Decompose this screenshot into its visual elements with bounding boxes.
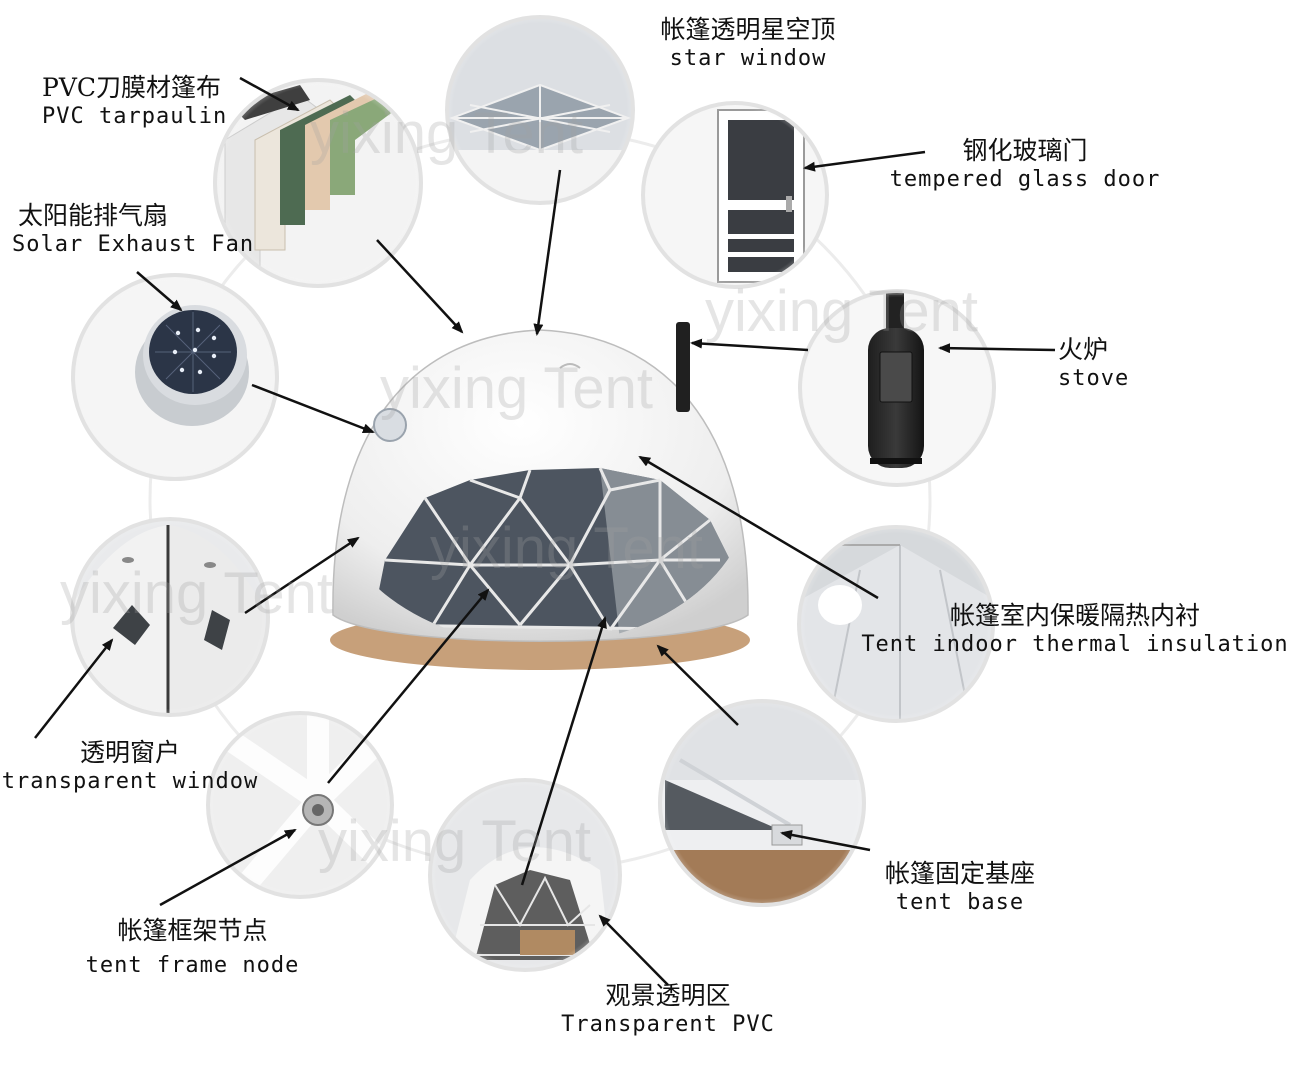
arrow-door-label (803, 150, 926, 172)
dome-stove-chimney (676, 322, 690, 412)
dome-tent (330, 322, 750, 670)
arrow-pvc-label (239, 76, 300, 112)
label-solar-fan: 太阳能排气扇 Solar Exhaust Fan (12, 200, 272, 259)
transparent-pvc-photo (428, 778, 622, 972)
arrow-node-label (159, 828, 297, 907)
transparent-window-photo (70, 517, 270, 717)
label-insulation: 帐篷室内保暖隔热内衬 Tent indoor thermal insulatio… (855, 600, 1295, 659)
glass-door-photo (641, 101, 829, 289)
stove-photo (798, 289, 996, 487)
arrow-pvc-dome (376, 239, 464, 334)
solar-fan-photo (71, 273, 279, 481)
label-cn: 观景透明区 (605, 981, 731, 1010)
arrow-star-dome (533, 169, 562, 336)
label-pvc-tarpaulin: PVC刀膜材篷布 PVC tarpaulin (30, 72, 250, 131)
label-cn: 太阳能排气扇 (18, 201, 169, 230)
watermark: yixing Tent (60, 561, 333, 626)
label-transparent-pvc: 观景透明区 Transparent PVC (548, 980, 788, 1039)
label-en: PVC tarpaulin (42, 104, 228, 130)
label-en: Transparent PVC (561, 1012, 775, 1038)
watermark: yixing Tent (430, 516, 703, 581)
label-cn: 帐篷室内保暖隔热内衬 (949, 601, 1200, 630)
watermark: yixing Tent (318, 809, 591, 874)
watermark: yixing Tent (310, 101, 583, 166)
arrow-fan-dome (251, 383, 375, 434)
label-cn: 钢化玻璃门 (962, 136, 1088, 165)
arrow-window-label (34, 638, 114, 739)
label-en: tent base (895, 890, 1025, 916)
label-en: Tent indoor thermal insulation (861, 632, 1289, 658)
label-cn: 帐篷框架节点 (117, 916, 268, 945)
label-frame-node: 帐篷框架节点 tent frame node (70, 915, 315, 980)
label-cn: 透明窗户 (79, 738, 180, 767)
tent-base-photo (658, 699, 866, 907)
label-transparent-window: 透明窗户 transparent window (0, 737, 260, 796)
label-en: Solar Exhaust Fan (12, 232, 255, 258)
arrow-window-dome (244, 536, 360, 615)
watermark: yixing Tent (380, 356, 653, 421)
arrow-insulation-dome (638, 455, 879, 600)
callout-arrows (34, 76, 1056, 986)
label-en: transparent window (1, 769, 259, 795)
label-glass-door: 钢化玻璃门 tempered glass door (885, 135, 1165, 194)
label-cn: 帐篷固定基座 (884, 859, 1035, 888)
label-cn: PVC刀膜材篷布 (42, 73, 222, 102)
arrow-pvc2-dome (520, 616, 607, 886)
arrow-stove-chimney (690, 338, 809, 352)
label-star-window: 帐篷透明星空顶 star window (638, 14, 858, 73)
label-en: tempered glass door (889, 167, 1161, 193)
arrow-stove-label (938, 343, 1056, 354)
watermark: yixing Tent (705, 279, 978, 344)
label-cn: 火炉 (1058, 335, 1109, 364)
insulation-photo (797, 525, 995, 723)
arrow-fan-label (136, 271, 183, 312)
label-en: stove (1058, 366, 1130, 392)
arrow-base-dome (656, 644, 739, 726)
label-en: tent frame node (85, 953, 300, 979)
arrow-base-label (780, 829, 871, 852)
label-tent-base: 帐篷固定基座 tent base (855, 858, 1065, 917)
arrow-pvc2-label (598, 914, 669, 986)
star-window-photo (445, 15, 635, 205)
label-cn: 帐篷透明星空顶 (660, 15, 836, 44)
arrow-node-dome (327, 588, 490, 784)
label-en: star window (669, 46, 827, 72)
label-stove: 火炉 stove (1058, 334, 1168, 393)
